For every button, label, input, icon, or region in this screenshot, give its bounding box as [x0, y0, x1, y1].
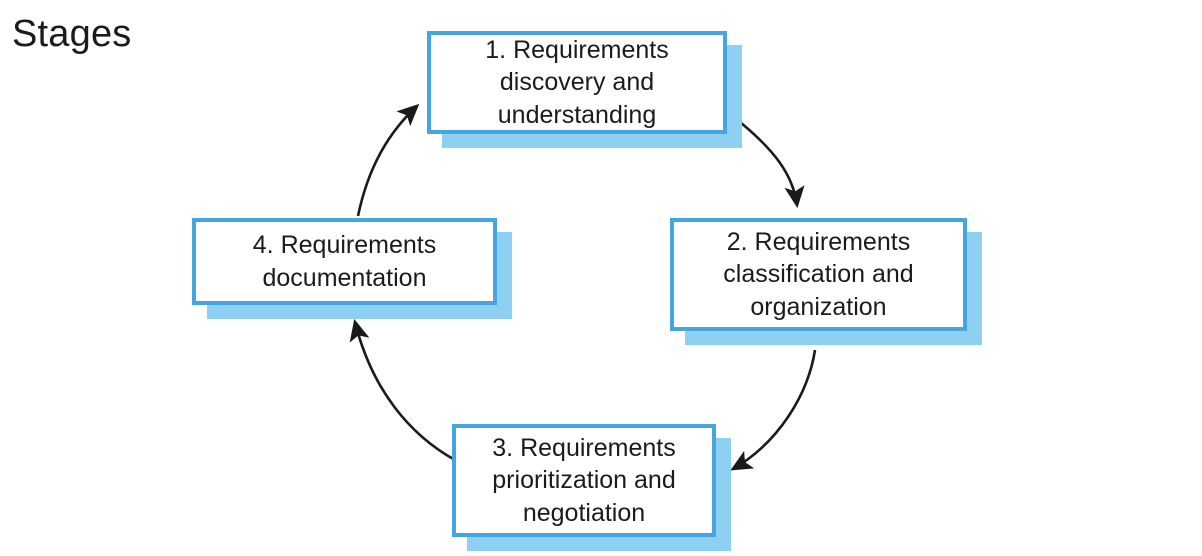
node-label: 4. Requirements documentation: [252, 231, 437, 292]
node-label: 2. Requirements classification and organ…: [723, 227, 914, 321]
node-label: 1. Requirements discovery and understand…: [485, 35, 669, 129]
node-card[interactable]: 3. Requirements prioritization and negot…: [452, 424, 716, 537]
node-card[interactable]: 4. Requirements documentation: [192, 218, 497, 305]
arrow-stage2-to-stage3: [730, 349, 817, 471]
node-label: 3. Requirements prioritization and negot…: [492, 433, 676, 527]
node-card[interactable]: 1. Requirements discovery and understand…: [427, 31, 727, 134]
node-card[interactable]: 2. Requirements classification and organ…: [670, 218, 967, 331]
diagram-node-stage-3[interactable]: 3. Requirements prioritization and negot…: [452, 424, 731, 551]
diagram-node-stage-2[interactable]: 2. Requirements classification and organ…: [670, 218, 982, 345]
arrow-stage3-to-stage4: [349, 318, 456, 462]
diagram-node-stage-1[interactable]: 1. Requirements discovery and understand…: [427, 31, 742, 148]
diagram-node-stage-4[interactable]: 4. Requirements documentation: [192, 218, 512, 319]
arrow-stage4-to-stage1: [356, 103, 420, 217]
arrow-stage1-to-stage2: [734, 116, 805, 209]
page-title: Stages: [12, 13, 132, 55]
